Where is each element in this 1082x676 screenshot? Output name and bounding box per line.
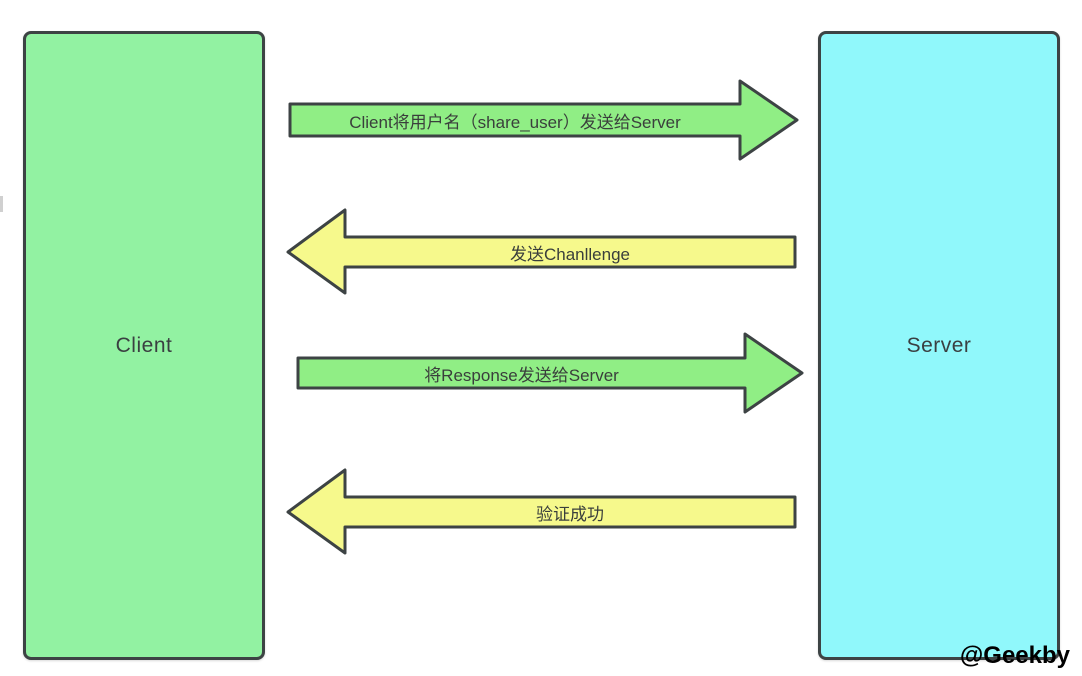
arrow-send-challenge-label: 发送Chanllenge	[509, 244, 630, 264]
server-node: Server	[818, 31, 1060, 660]
arrow-left-shape	[286, 208, 797, 295]
arrow-left-shape	[286, 468, 797, 555]
arrow-send-response-label: 将Response发送给Server	[424, 365, 619, 385]
client-node-label: Client	[115, 333, 173, 357]
arrow-send-response: 将Response发送给Server	[294, 330, 808, 418]
server-node-label: Server	[906, 333, 972, 357]
arrow-send-challenge: 发送Chanllenge	[286, 208, 800, 296]
arrow-verify-success: 验证成功	[286, 468, 800, 556]
arrow-right-shape	[296, 332, 804, 414]
watermark: @Geekby	[959, 642, 1070, 669]
client-node: Client	[23, 31, 265, 660]
arrow-right-shape	[288, 79, 799, 161]
arrow-send-username-label: Client将用户名（share_user）发送给Server	[349, 112, 681, 132]
arrow-send-username: Client将用户名（share_user）发送给Server	[286, 78, 800, 166]
arrow-verify-success-label: 验证成功	[536, 504, 604, 524]
edge-artifact	[0, 196, 3, 212]
